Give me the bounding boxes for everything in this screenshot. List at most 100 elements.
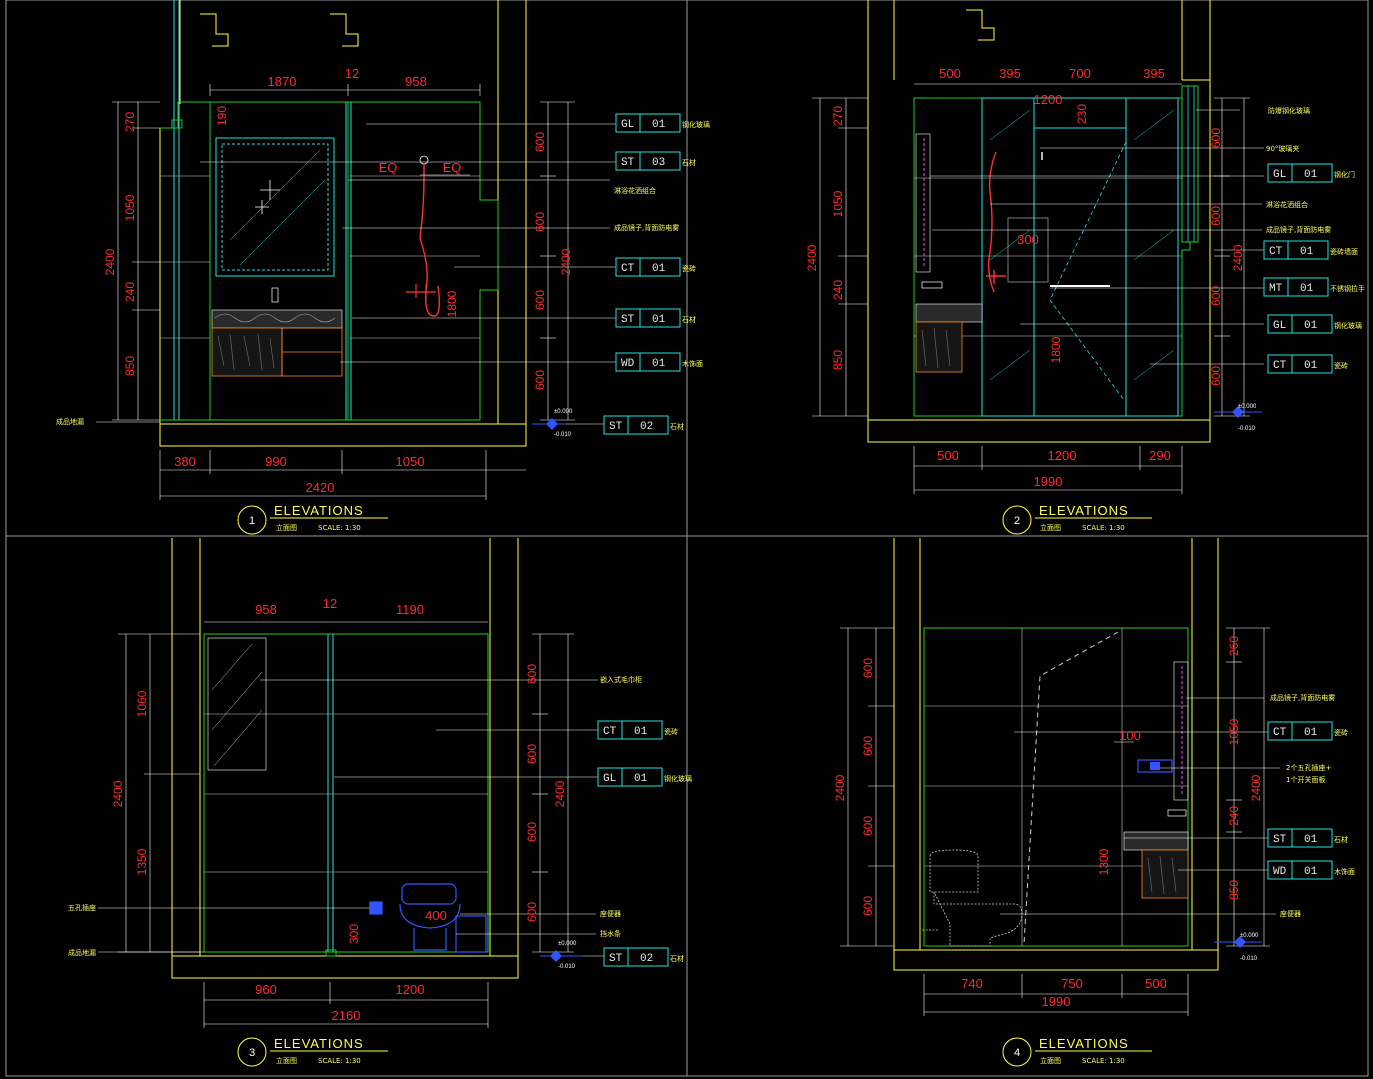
svg-text:-0.010: -0.010 [558,964,576,970]
note-4-0: 成品镜子,背面防电雾 [1270,693,1335,702]
dim-right-3-3: 600 [525,902,539,922]
dim-top-3-0: 958 [255,602,277,617]
dim-left-4-1: 600 [861,736,875,756]
dim-left-2-1: 1050 [831,190,845,217]
dim-inner-3-0: 300 [347,924,361,944]
elevation-panel-4[interactable]: 600 600 600 600 2400 260 1050 240 850 24… [833,538,1355,1067]
dim-left-1-1: 1050 [123,194,137,221]
svg-text:GL: GL [1273,169,1286,181]
dim-left-2-2: 240 [831,280,845,300]
note-4-1: 2个五孔插座+ [1286,763,1331,772]
wall-outline-3 [171,538,519,979]
dim-left-3-0: 1060 [135,690,149,717]
toilet-4 [922,849,1023,947]
svg-text:ELEVATIONS: ELEVATIONS [1039,1036,1129,1051]
svg-text:瓷砖: 瓷砖 [1334,361,1348,370]
svg-text:4: 4 [1014,1047,1020,1059]
elevation-panel-3[interactable]: 958 12 1190 1060 1350 2400 600 600 600 6… [68,538,692,1067]
dim-right-total-1: 2400 [559,248,573,275]
svg-text:SCALE: 1:30: SCALE: 1:30 [1082,1057,1125,1065]
dim-right-total-2: 2400 [1231,244,1245,271]
level-marker-3: ±0.000 -0.010 [540,941,582,970]
svg-text:石材: 石材 [670,422,684,431]
svg-text:立面图: 立面图 [1040,1056,1061,1065]
shower-fixture-1 [406,155,441,317]
note-3-2: 挡水条 [600,929,621,938]
dim-lines-4 [840,627,1270,1016]
svg-text:ELEVATIONS: ELEVATIONS [1039,503,1129,518]
svg-text:-0.010: -0.010 [554,432,572,438]
note-4-2: 1个开关面板 [1286,775,1325,784]
dim-left-2-0: 270 [831,106,845,126]
svg-text:立面图: 立面图 [276,1056,297,1065]
svg-text:木饰面: 木饰面 [682,359,703,368]
dim-left-total-3: 2400 [111,780,125,807]
glass-panels-2 [981,86,1195,417]
dim-right-2-3: 600 [1209,366,1223,386]
dim-right-2-0: 600 [1209,128,1223,148]
leaders-2 [930,109,1264,365]
glass-divider-3 [325,634,337,957]
svg-text:瓷砖: 瓷砖 [1334,728,1348,737]
svg-text:CT: CT [621,263,635,275]
wall-outline-2 [867,0,1211,443]
dim-bottom-4-2: 500 [1145,976,1167,991]
svg-text:01: 01 [1300,283,1314,295]
vanity-4 [1123,809,1189,899]
tile-lines-1 [160,175,480,339]
mirror-1 [215,137,335,277]
svg-text:GL: GL [1273,320,1286,332]
dim-lines-1 [112,84,575,500]
svg-text:ST: ST [1273,834,1287,846]
svg-text:01: 01 [652,358,666,370]
svg-text:ELEVATIONS: ELEVATIONS [274,503,364,518]
svg-text:±0.000: ±0.000 [1240,933,1259,939]
elevation-panel-2[interactable]: 500 395 700 395 270 1050 240 850 2400 60… [805,0,1365,535]
svg-text:01: 01 [1304,727,1318,739]
sheet-frame [5,0,1369,1077]
svg-text:01: 01 [1304,866,1318,878]
svg-text:CT: CT [1273,360,1287,372]
dim-lines-2 [812,83,1250,494]
svg-text:GL: GL [621,119,634,131]
dim-top-2-3: 395 [1143,66,1165,81]
svg-text:瓷砖墙面: 瓷砖墙面 [1330,247,1358,256]
dim-right-total-4: 2400 [1249,774,1263,801]
dim-bottom-total-1: 2420 [306,480,335,495]
dim-right-4-0: 260 [1227,636,1241,656]
level-marker-2: ±0.000 -0.010 [1214,404,1262,432]
dim-left-total-4: 2400 [833,774,847,801]
svg-text:CT: CT [603,726,617,738]
svg-text:钢化玻璃: 钢化玻璃 [664,774,692,783]
svg-text:石材: 石材 [670,954,684,963]
dim-top-1-1: 12 [345,66,359,81]
title-block-4: 4 ELEVATIONS 立面图 SCALE: 1:30 [1002,1036,1152,1067]
dim-bottom-1-0: 380 [174,454,196,469]
svg-text:瓷砖: 瓷砖 [682,264,696,273]
dim-bottom-2-1: 1200 [1048,448,1077,463]
dim-inner-2-3: 1800 [1049,336,1063,363]
elevation-panel-1[interactable]: 1870 12 958 270 1050 240 850 2400 600 60… [56,0,710,535]
leaders-3 [98,679,604,957]
svg-text:3: 3 [249,1047,255,1059]
dim-inner-2-2: 300 [1017,232,1039,247]
mirror-4 [1137,661,1189,801]
